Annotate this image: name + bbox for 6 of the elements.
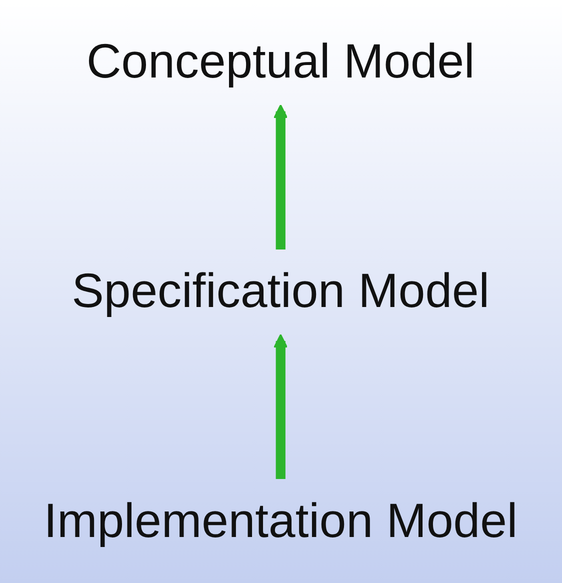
diagram: Conceptual Model Specification Model Implementation Model bbox=[18, 6, 544, 576]
arrow bbox=[274, 333, 288, 479]
arrow bbox=[274, 104, 288, 249]
node-text: Conceptual Model bbox=[86, 35, 476, 88]
node-text: Specification Model bbox=[72, 265, 490, 318]
node-text: Implementation Model bbox=[44, 494, 518, 548]
